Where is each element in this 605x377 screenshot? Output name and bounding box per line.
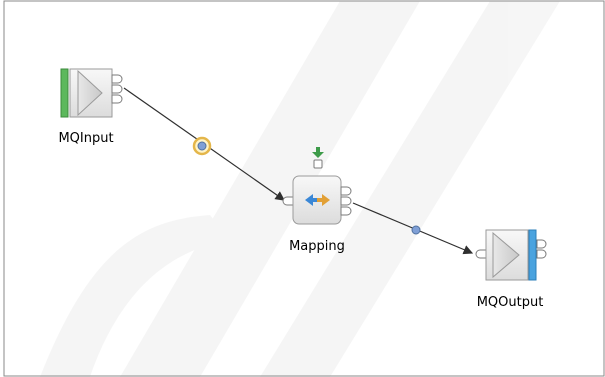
- mqinput-node[interactable]: MQInput: [58, 68, 123, 146]
- input-terminal[interactable]: [282, 196, 294, 206]
- connection-mapping-to-mqoutput[interactable]: [352, 202, 474, 255]
- output-terminals[interactable]: [111, 74, 123, 104]
- mqoutput-label: MQOutput: [477, 295, 544, 310]
- mapping-node-icon[interactable]: [282, 175, 352, 225]
- mapping-label: Mapping: [289, 239, 345, 254]
- mapping-node[interactable]: Mapping: [282, 147, 352, 254]
- mqoutput-node[interactable]: MQOutput: [475, 229, 547, 310]
- breakpoint-arrow-icon: [312, 147, 324, 169]
- input-terminal[interactable]: [475, 249, 487, 259]
- watermark: [40, 1, 560, 377]
- mqinput-label: MQInput: [58, 131, 113, 146]
- output-terminals[interactable]: [340, 186, 352, 216]
- connection-dot[interactable]: [411, 225, 421, 235]
- connection-dot: [197, 141, 207, 151]
- connection-mqinput-to-mapping[interactable]: [123, 87, 285, 201]
- output-terminals[interactable]: [536, 239, 547, 259]
- mq-output-node-icon[interactable]: [475, 229, 547, 281]
- mq-input-node-icon[interactable]: [60, 68, 123, 118]
